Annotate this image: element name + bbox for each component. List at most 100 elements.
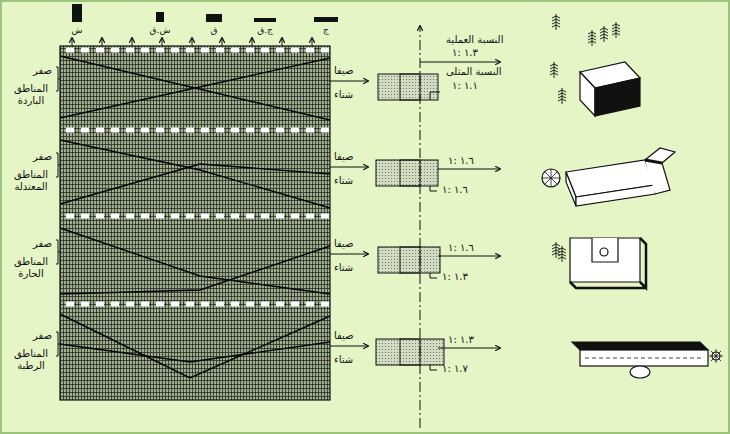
text-label: المناطق الرطبة [8, 348, 54, 372]
strip-square [156, 48, 164, 53]
text-label: صفر [33, 238, 52, 250]
ratio-leader [430, 273, 437, 278]
strip-square [321, 48, 329, 53]
strip-square [231, 214, 239, 219]
text-label: ١.٦ :١ [448, 155, 474, 167]
season-arrow [330, 346, 368, 347]
tree-symbol [612, 22, 620, 38]
building-sketch [600, 248, 608, 256]
orientation-arrow [162, 38, 163, 46]
direction-label: ج [323, 24, 329, 36]
strip-square [186, 302, 194, 307]
zero-tick [58, 344, 60, 345]
orientation-arrow [102, 38, 103, 46]
strip-square [216, 48, 224, 53]
strip-square [276, 128, 284, 133]
strip-square [261, 214, 269, 219]
building-sketch [542, 169, 560, 187]
text-label: ١.٣ :١ [448, 334, 474, 346]
grid-panel [60, 46, 330, 400]
radiation-curve [60, 56, 330, 120]
strip-square [246, 214, 254, 219]
strip-square [291, 214, 299, 219]
building-sketch [570, 238, 646, 288]
building-sketch [576, 185, 655, 206]
orientation-arrow [252, 38, 253, 46]
tree-symbol [550, 14, 620, 262]
strip-square [261, 48, 269, 53]
strip-square [261, 302, 269, 307]
building-sketch [595, 78, 640, 116]
orientation-arrow [222, 38, 223, 46]
strip-square [96, 214, 104, 219]
strip-square [66, 214, 74, 219]
text-label: شتاء [334, 262, 353, 274]
ratio-core [400, 247, 420, 273]
season-arrow [330, 81, 368, 82]
zero-bracket [56, 153, 58, 177]
text-label: ١.١ :١ [452, 80, 478, 92]
tree-symbol [550, 62, 558, 78]
radiation-bar [72, 4, 82, 22]
strip-square [246, 48, 254, 53]
strip-square [141, 302, 149, 307]
ratio-box [378, 74, 438, 100]
text-label: المناطق الحارة [8, 256, 54, 280]
direction-label: ش [72, 24, 83, 36]
ratio-box [378, 247, 440, 273]
ratio-core [400, 74, 420, 100]
radiation-curve [60, 246, 330, 294]
strip-square [246, 128, 254, 133]
zero-tick [58, 252, 60, 253]
strip-square [201, 302, 209, 307]
strip-square [306, 48, 314, 53]
building-sketch [570, 238, 640, 282]
strip-square [261, 128, 269, 133]
text-label: شتاء [334, 175, 353, 187]
radiation-bar [254, 18, 276, 22]
axis-line [420, 26, 421, 428]
strip-square [231, 302, 239, 307]
strip-square [141, 128, 149, 133]
radiation-bar [156, 12, 164, 22]
strip-square [306, 128, 314, 133]
orientation-arrow [312, 38, 313, 46]
ratio-boxes [376, 62, 500, 370]
strip-square [186, 48, 194, 53]
strip-square [306, 302, 314, 307]
strip-square [321, 302, 329, 307]
radiation-curve [60, 140, 330, 208]
strip-square [126, 128, 134, 133]
strip-square [66, 48, 74, 53]
strip-square [291, 302, 299, 307]
text-label: ١.٦ :١ [442, 184, 468, 196]
ratio-leader [430, 186, 437, 191]
strip-square [81, 302, 89, 307]
ratio-core [400, 160, 420, 186]
strip-square [231, 128, 239, 133]
strip-square [96, 302, 104, 307]
radiation-curve [60, 164, 330, 204]
orientation-arrow [282, 38, 283, 46]
strip-square [201, 214, 209, 219]
zero-tick [58, 79, 60, 80]
strip-square [216, 128, 224, 133]
strip-square [321, 214, 329, 219]
radiation-bar [314, 17, 338, 22]
radiation-curve [60, 314, 330, 378]
strip-square [306, 214, 314, 219]
text-label: صفر [33, 330, 52, 342]
zero-bracket [56, 332, 58, 356]
text-label: ١.٣ :١ [452, 47, 478, 59]
direction-label: ج.ق [257, 24, 273, 36]
strip-square [111, 214, 119, 219]
tree-symbol [552, 14, 560, 30]
strip-square [246, 302, 254, 307]
strip-square [66, 302, 74, 307]
strip-square [276, 302, 284, 307]
strip-square [141, 48, 149, 53]
strip-square [276, 214, 284, 219]
